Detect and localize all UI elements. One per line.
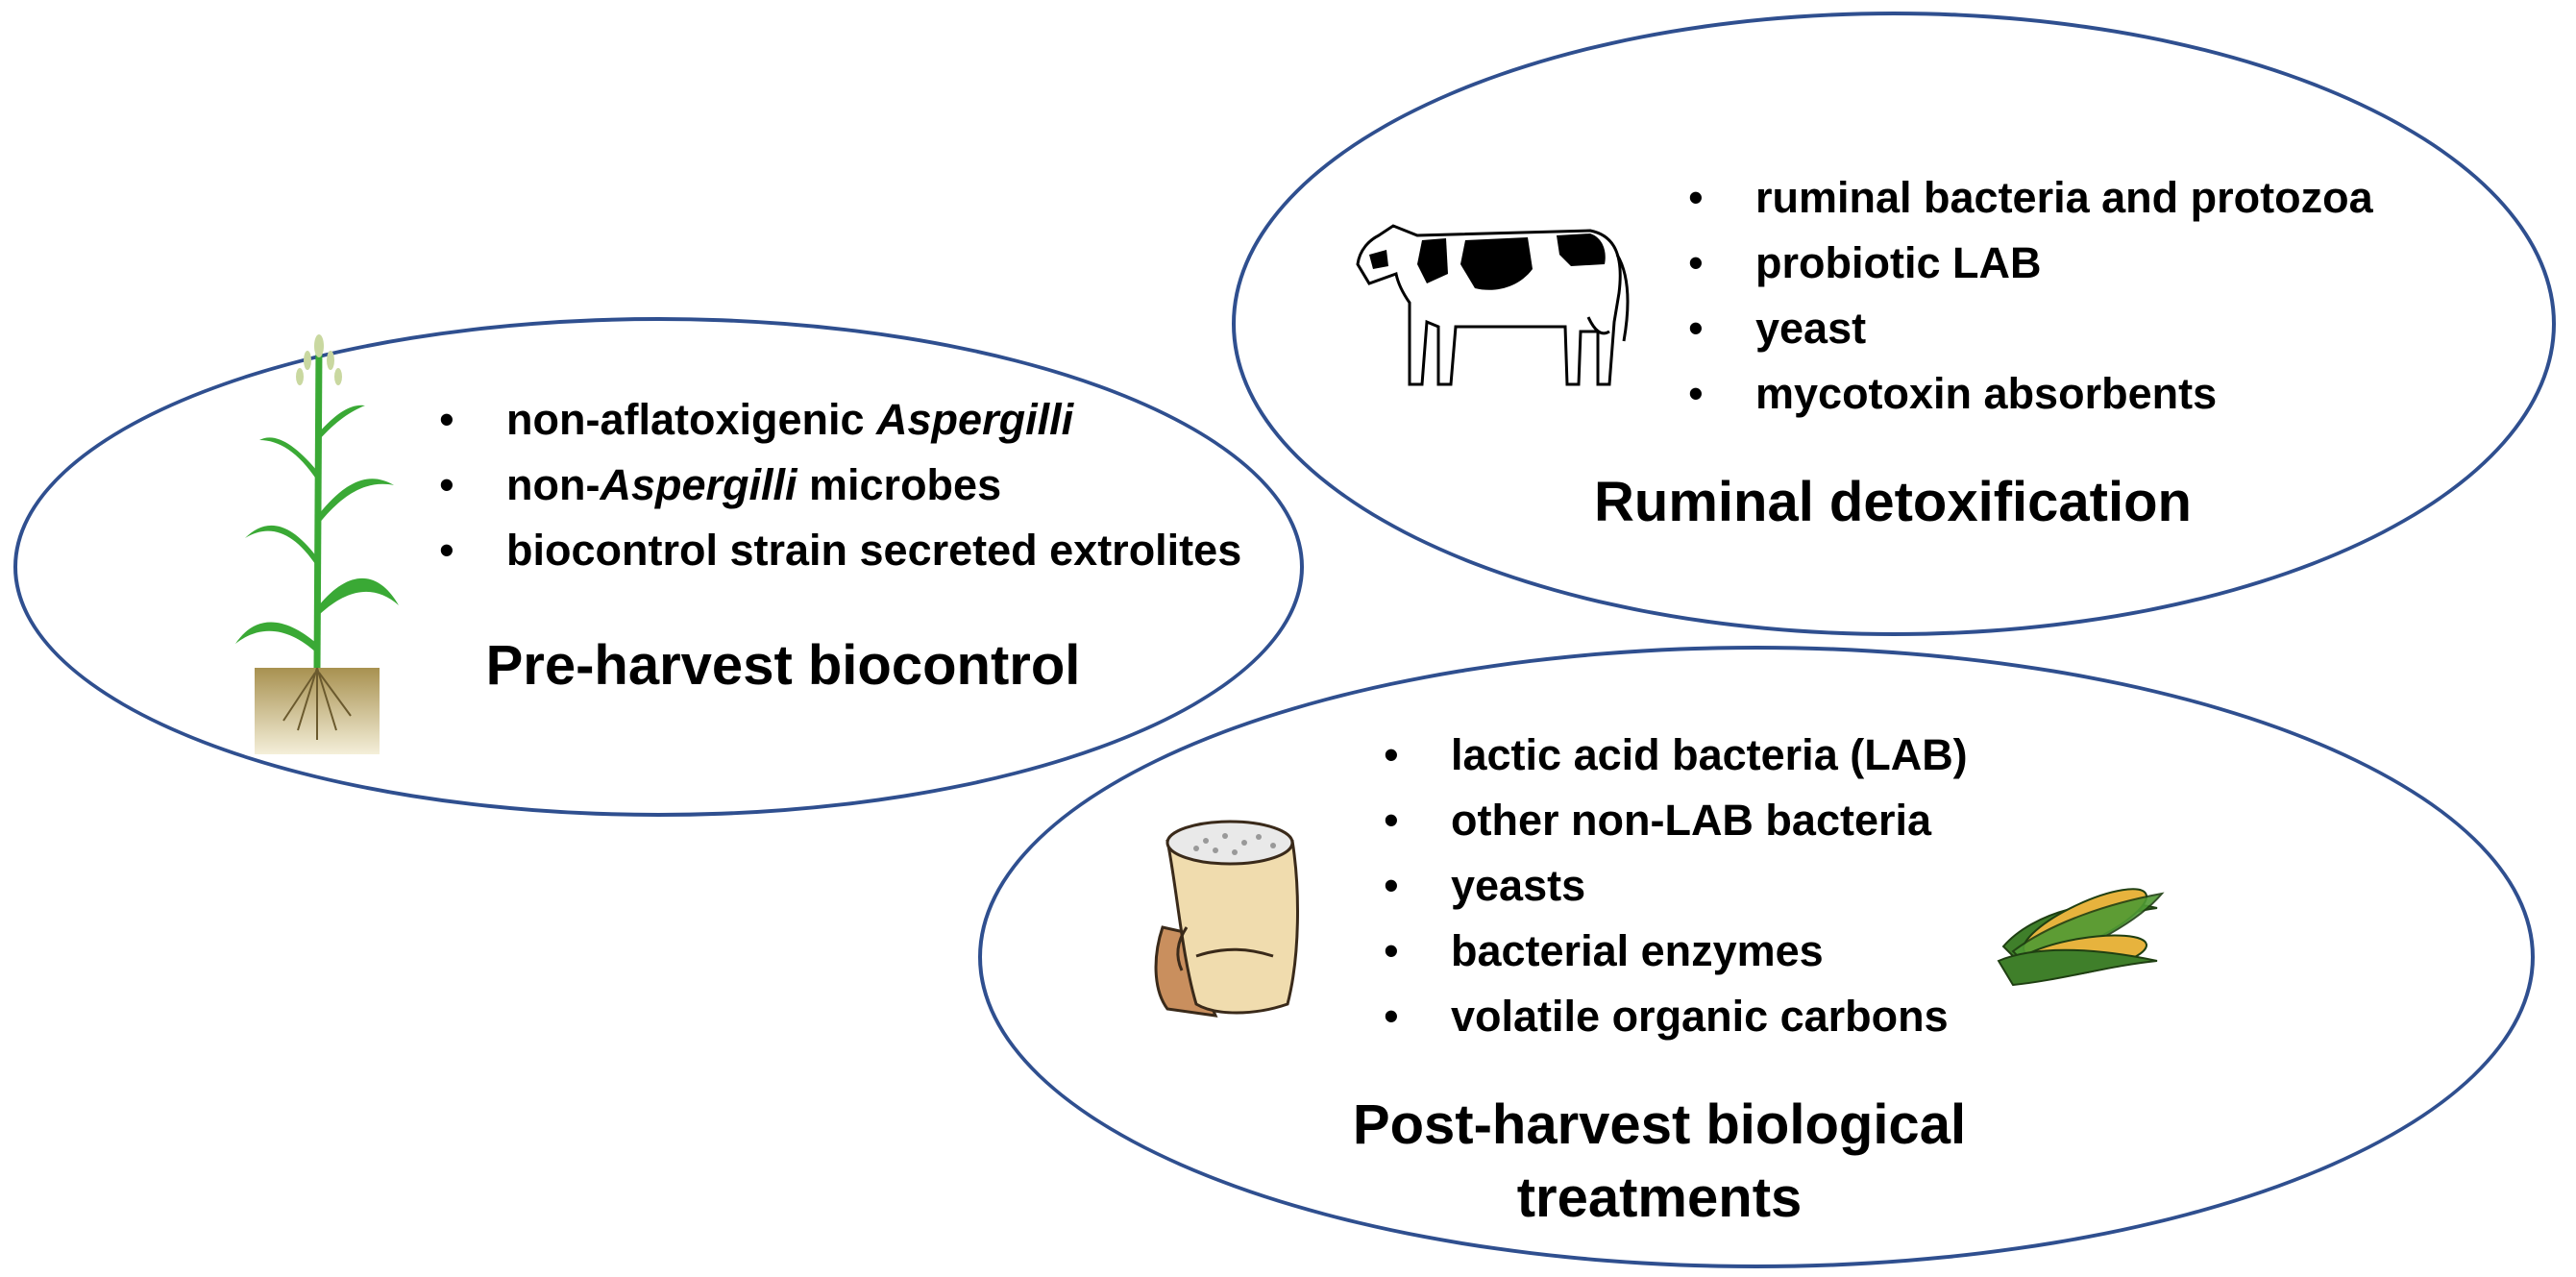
- item-text: yeast: [1755, 304, 1867, 353]
- post-harvest-item: yeasts: [1384, 853, 1968, 919]
- corn-cob-icon: [1997, 888, 2165, 987]
- pre-harvest-ellipse: [13, 317, 1304, 817]
- item-text: ruminal bacteria and protozoa: [1755, 173, 2373, 222]
- ruminal-item: probiotic LAB: [1688, 231, 2373, 296]
- post-harvest-title-line1: Post-harvest biological: [1352, 1093, 1967, 1156]
- item-text: biocontrol strain secreted extrolites: [506, 526, 1242, 575]
- item-text: microbes: [797, 460, 1002, 509]
- item-text-italic: Aspergilli: [600, 460, 797, 509]
- post-harvest-ellipse: [978, 646, 2535, 1268]
- post-harvest-item: bacterial enzymes: [1384, 919, 1968, 984]
- item-text: non-aflatoxigenic: [506, 395, 877, 444]
- item-text: other non-LAB bacteria: [1451, 796, 1932, 845]
- post-harvest-title: Post-harvest biological treatments: [1275, 1089, 2044, 1235]
- item-text: non-: [506, 460, 601, 509]
- ruminal-list: ruminal bacteria and protozoa probiotic …: [1688, 165, 2373, 427]
- ruminal-title: Ruminal detoxification: [1594, 471, 2192, 533]
- pre-harvest-item: non-aflatoxigenic Aspergilli: [439, 387, 1241, 453]
- post-harvest-item: other non-LAB bacteria: [1384, 788, 1968, 853]
- post-harvest-title-line2: treatments: [1516, 1166, 1803, 1229]
- item-text: yeasts: [1451, 861, 1586, 910]
- post-harvest-list: lactic acid bacteria (LAB) other non-LAB…: [1384, 723, 1968, 1049]
- item-text: probiotic LAB: [1755, 238, 2042, 287]
- pre-harvest-list: non-aflatoxigenic Aspergilli non-Aspergi…: [439, 387, 1241, 583]
- item-text: volatile organic carbons: [1451, 992, 1949, 1041]
- pre-harvest-item: biocontrol strain secreted extrolites: [439, 518, 1241, 583]
- item-text: mycotoxin absorbents: [1755, 369, 2218, 418]
- ruminal-item: yeast: [1688, 296, 2373, 361]
- post-harvest-item: lactic acid bacteria (LAB): [1384, 723, 1968, 788]
- pre-harvest-item: non-Aspergilli microbes: [439, 453, 1241, 518]
- ruminal-item: mycotoxin absorbents: [1688, 361, 2373, 427]
- cow-icon: [1356, 224, 1630, 386]
- ruminal-ellipse: [1232, 12, 2556, 636]
- pre-harvest-title: Pre-harvest biocontrol: [485, 634, 1081, 697]
- post-harvest-item: volatile organic carbons: [1384, 984, 1968, 1049]
- item-text: bacterial enzymes: [1451, 926, 1824, 975]
- grain-sack-icon: [1154, 820, 1299, 1018]
- item-text-italic: Aspergilli: [876, 395, 1074, 444]
- ruminal-item: ruminal bacteria and protozoa: [1688, 165, 2373, 231]
- item-text: lactic acid bacteria (LAB): [1451, 730, 1968, 779]
- plant-icon: [235, 334, 399, 754]
